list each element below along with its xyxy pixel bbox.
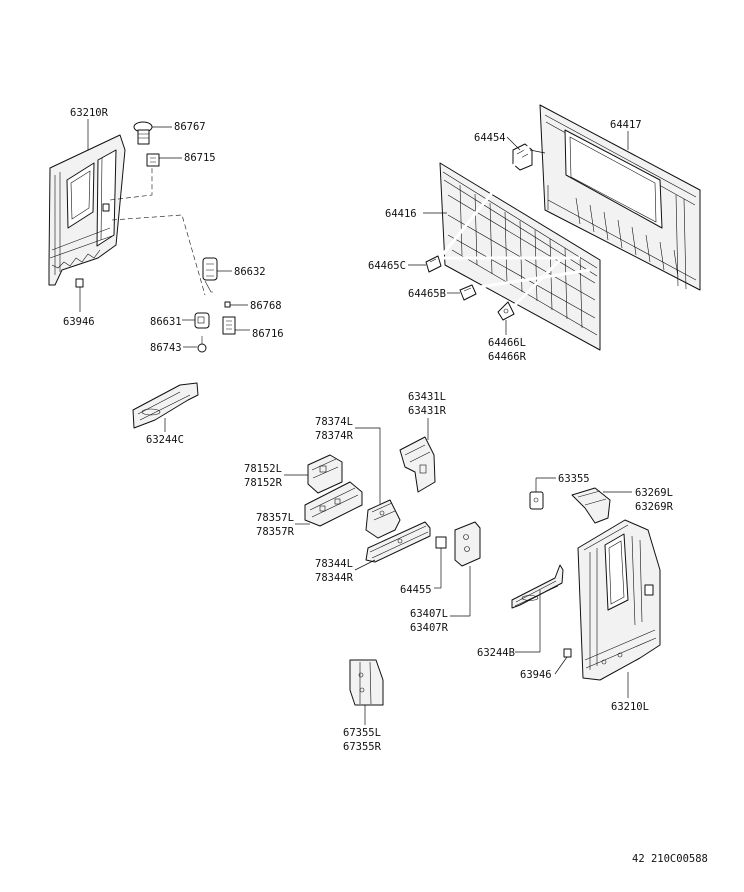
label-78152R: 78152R <box>244 477 283 489</box>
label-64416: 64416 <box>385 208 417 220</box>
part-64417-front-panel <box>539 104 701 291</box>
part-64465C-bracket <box>425 255 442 273</box>
label-86632: 86632 <box>234 266 266 278</box>
part-63355-pad <box>529 491 544 510</box>
label-78152L: 78152L <box>244 463 282 475</box>
part-63244B-reinforcement <box>511 564 564 609</box>
label-67355R: 67355R <box>343 741 382 753</box>
label-63946-right: 63946 <box>520 669 552 681</box>
label-63431R: 63431R <box>408 405 447 417</box>
label-64465B: 64465B <box>408 288 446 300</box>
label-78344L: 78344L <box>315 558 353 570</box>
label-63407L: 63407L <box>410 608 448 620</box>
part-86716-lens <box>222 316 236 335</box>
part-78374-bracket <box>365 499 401 539</box>
part-86631-socket <box>194 312 210 329</box>
label-64466R: 64466R <box>488 351 527 363</box>
label-64466L: 64466L <box>488 337 526 349</box>
part-64465B-bracket <box>459 284 477 301</box>
part-63407-support <box>454 521 481 567</box>
label-63946-left: 63946 <box>63 316 95 328</box>
label-86715: 86715 <box>184 152 216 164</box>
label-64455: 64455 <box>400 584 432 596</box>
part-63210L-quarter-panel <box>577 519 661 681</box>
part-63210R-quarter-panel <box>48 134 126 286</box>
part-86768-screw <box>224 301 231 308</box>
diagram-footer-code: 42 210C00588 <box>632 853 708 865</box>
part-63946-plug <box>75 278 84 288</box>
label-64454: 64454 <box>474 132 506 144</box>
label-64417: 64417 <box>610 119 642 131</box>
part-63946-plug-right <box>563 648 572 658</box>
part-78152-bracket <box>307 454 343 494</box>
label-86716: 86716 <box>252 328 284 340</box>
label-67355L: 67355L <box>343 727 381 739</box>
part-86632-lamp <box>202 257 218 293</box>
label-86768: 86768 <box>250 300 282 312</box>
label-63269L: 63269L <box>635 487 673 499</box>
label-86767: 86767 <box>174 121 206 133</box>
part-63431-bracket <box>399 436 436 493</box>
label-78374R: 78374R <box>315 430 354 442</box>
label-78357R: 78357R <box>256 526 295 538</box>
part-63244C-reinforcement <box>132 382 199 429</box>
part-67355-pillar <box>349 659 384 706</box>
part-64455-spacer <box>435 536 447 549</box>
part-78344-crossmember <box>365 521 431 563</box>
label-63244C: 63244C <box>146 434 184 446</box>
part-86715-clip <box>146 153 160 167</box>
part-63269-bracket <box>571 487 611 524</box>
label-63244B: 63244B <box>477 647 515 659</box>
label-63355: 63355 <box>558 473 590 485</box>
part-64466-gusset <box>497 301 515 321</box>
part-78357-member <box>304 481 363 527</box>
label-86631: 86631 <box>150 316 182 328</box>
label-78357L: 78357L <box>256 512 294 524</box>
label-78374L: 78374L <box>315 416 353 428</box>
label-63210R: 63210R <box>70 107 109 119</box>
label-63210L: 63210L <box>611 701 649 713</box>
label-63407R: 63407R <box>410 622 449 634</box>
label-63431L: 63431L <box>408 391 446 403</box>
label-64465C: 64465C <box>368 260 406 272</box>
label-63269R: 63269R <box>635 501 674 513</box>
label-86743: 86743 <box>150 342 182 354</box>
part-86743-bulb <box>197 336 207 353</box>
part-86767-bolt <box>133 121 153 145</box>
label-78344R: 78344R <box>315 572 354 584</box>
